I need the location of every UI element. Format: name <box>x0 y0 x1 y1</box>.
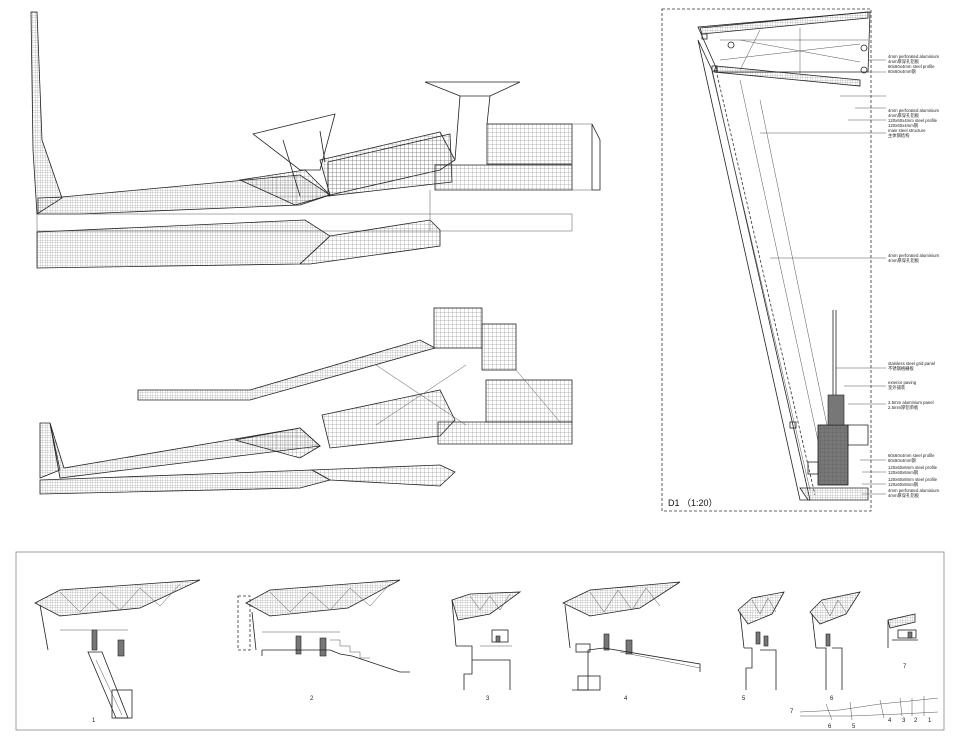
note-11-en: 120x60x6mm steel profile <box>888 465 938 470</box>
note-13-en: 4mm perforated aluminium <box>888 488 940 493</box>
section-1: 1 <box>34 579 201 724</box>
svg-text:120x60x4mm steel profile: 120x60x4mm steel profile <box>888 118 938 123</box>
svg-text:4mm perforated aluminium: 4mm perforated aluminium <box>888 253 940 258</box>
key-label-7: 7 <box>790 709 794 715</box>
note-3-en: 4mm perforated aluminium <box>888 108 940 113</box>
svg-text:60x60x4mm钢: 60x60x4mm钢 <box>888 457 916 464</box>
key-label-1: 1 <box>928 718 932 724</box>
svg-text:120x60x6mm钢: 120x60x6mm钢 <box>888 469 918 476</box>
section-6-label: 6 <box>830 696 834 702</box>
note-12-en: 120x60x8mm steel profile <box>888 477 938 482</box>
section-7: 7 <box>887 613 918 670</box>
key-plan: 7 6 5 4 3 2 1 <box>790 696 939 730</box>
key-label-5: 5 <box>852 724 856 730</box>
section-4: 4 <box>562 581 701 702</box>
section-1-label: 1 <box>92 718 96 724</box>
detail-notes: 4mm perforated aluminium 4mm厚穿孔铝板 60x60x… <box>888 54 940 499</box>
note-4-en: 120x60x4mm steel profile <box>888 118 938 123</box>
key-label-4: 4 <box>888 718 892 724</box>
note-7-en: stainless steel grid panel <box>888 361 935 366</box>
svg-text:stainless steel grid panel: stainless steel grid panel <box>888 361 935 366</box>
elevation-lower <box>39 307 573 495</box>
svg-text:2.5mm aluminium panel: 2.5mm aluminium panel <box>888 400 934 405</box>
svg-text:120x60x4mm钢: 120x60x4mm钢 <box>888 122 918 129</box>
note-12-cn: 120x60x8mm钢 <box>888 481 918 488</box>
svg-text:4mm厚穿孔铝板: 4mm厚穿孔铝板 <box>888 58 920 65</box>
detail-frame <box>661 8 872 512</box>
svg-text:主体钢结构: 主体钢结构 <box>888 132 910 139</box>
note-1-cn: 4mm厚穿孔铝板 <box>888 58 920 65</box>
note-10-en: 60x60x4mm steel profile <box>888 453 935 458</box>
svg-text:4mm perforated aluminium: 4mm perforated aluminium <box>888 54 940 59</box>
note-9-cn: 2.5mm厚铝单板 <box>888 404 919 411</box>
note-4-cn: 120x60x4mm钢 <box>888 122 918 129</box>
note-6-cn: 4mm厚穿孔铝板 <box>888 257 920 264</box>
note-2-cn: 60x60x4mm钢 <box>888 68 916 75</box>
svg-text:120x60x8mm steel profile: 120x60x8mm steel profile <box>888 477 938 482</box>
note-7-cn: 不锈钢格栅板 <box>888 365 914 372</box>
note-6-en: 4mm perforated aluminium <box>888 253 940 258</box>
note-8-cn: 室外铺装 <box>888 384 906 391</box>
note-11-cn: 120x60x6mm钢 <box>888 469 918 476</box>
section-5-label: 5 <box>742 696 746 702</box>
svg-text:4mm厚穿孔铝板: 4mm厚穿孔铝板 <box>888 492 920 499</box>
detail-title: D1 （1:20） <box>668 498 718 508</box>
section-2-label: 2 <box>310 696 314 702</box>
elevation-upper <box>30 11 601 269</box>
note-1-en: 4mm perforated aluminium <box>888 54 940 59</box>
note-2-en: 60x60x4mm steel profile <box>888 64 935 69</box>
section-3: 3 <box>451 591 522 702</box>
section-2: 2 <box>237 579 410 702</box>
note-5-cn: 主体钢结构 <box>888 132 910 139</box>
svg-text:不锈钢格栅板: 不锈钢格栅板 <box>888 365 914 372</box>
key-label-2: 2 <box>914 718 918 724</box>
note-9-en: 2.5mm aluminium panel <box>888 400 934 405</box>
note-10-cn: 60x60x4mm钢 <box>888 457 916 464</box>
svg-text:4mm厚穿孔铝板: 4mm厚穿孔铝板 <box>888 112 920 119</box>
svg-text:60x60x4mm steel profile: 60x60x4mm steel profile <box>888 453 935 458</box>
svg-text:60x60x4mm steel profile: 60x60x4mm steel profile <box>888 64 935 69</box>
note-13-cn: 4mm厚穿孔铝板 <box>888 492 920 499</box>
section-5: 5 <box>737 591 785 702</box>
section-4-label: 4 <box>624 696 628 702</box>
section-6: 6 <box>809 591 861 702</box>
svg-text:120x60x8mm钢: 120x60x8mm钢 <box>888 481 918 488</box>
detail-d1: D1 （1:20） <box>661 8 886 512</box>
svg-text:4mm perforated aluminium: 4mm perforated aluminium <box>888 108 940 113</box>
key-label-3: 3 <box>902 718 906 724</box>
svg-text:2.5mm厚铝单板: 2.5mm厚铝单板 <box>888 404 919 411</box>
section-3-label: 3 <box>486 696 490 702</box>
svg-text:60x60x4mm钢: 60x60x4mm钢 <box>888 68 916 75</box>
svg-text:main steel structure: main steel structure <box>888 128 926 133</box>
note-8-en: exterior paving <box>888 380 917 385</box>
svg-text:4mm perforated aluminium: 4mm perforated aluminium <box>888 488 940 493</box>
note-3-cn: 4mm厚穿孔铝板 <box>888 112 920 119</box>
svg-text:120x60x6mm steel profile: 120x60x6mm steel profile <box>888 465 938 470</box>
key-label-6: 6 <box>828 724 832 730</box>
note-5-en: main steel structure <box>888 128 926 133</box>
svg-text:4mm厚穿孔铝板: 4mm厚穿孔铝板 <box>888 257 920 264</box>
svg-text:exterior paving: exterior paving <box>888 380 917 385</box>
section-7-label: 7 <box>903 664 907 670</box>
svg-text:室外铺装: 室外铺装 <box>888 384 906 391</box>
sections-panel <box>15 551 945 731</box>
